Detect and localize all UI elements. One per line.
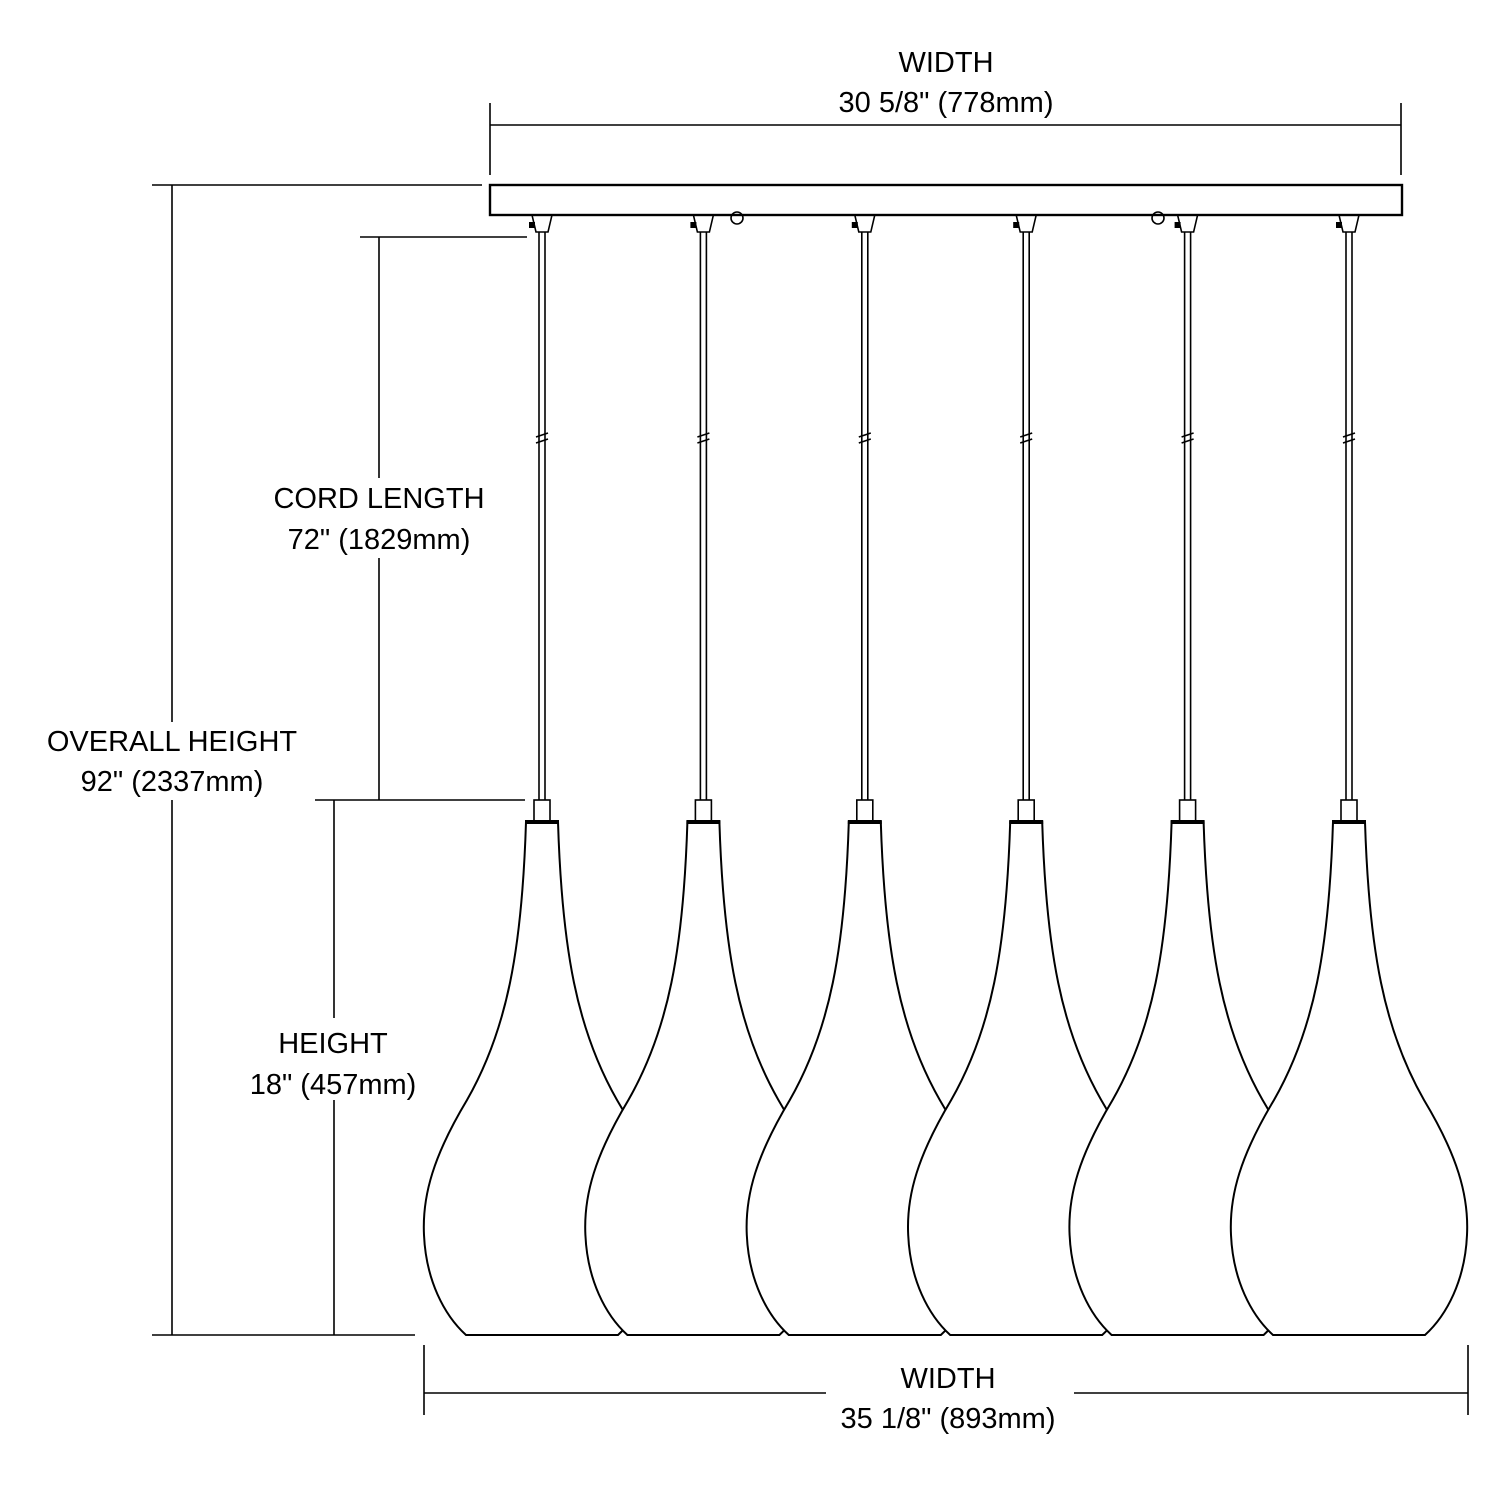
- cord-grip-icon: [851, 222, 858, 228]
- top-width-dimension: WIDTH 30 5/8" (778mm): [489, 47, 1402, 175]
- cord-break-icon: [1342, 432, 1356, 444]
- height-dimension: HEIGHT 18" (457mm): [250, 800, 417, 1335]
- socket: [533, 799, 551, 823]
- cord-break-icon: [535, 432, 549, 444]
- cord-grip-icon: [529, 222, 535, 228]
- height-label: HEIGHT: [278, 1028, 388, 1060]
- pendant: [1229, 214, 1469, 1336]
- cord-grip-icon: [1174, 222, 1181, 228]
- top-width-value: 30 5/8" (778mm): [839, 87, 1054, 119]
- shade-collar: [525, 820, 559, 824]
- cord-length-value: 72" (1829mm): [288, 524, 471, 556]
- canopy-screw-icon: [1151, 211, 1165, 225]
- socket: [1178, 799, 1197, 823]
- socket: [1340, 799, 1358, 823]
- overall-height-value: 92" (2337mm): [81, 766, 264, 798]
- height-value: 18" (457mm): [250, 1069, 417, 1101]
- bottom-width-label: WIDTH: [900, 1363, 995, 1395]
- top-width-label: WIDTH: [898, 47, 993, 79]
- shade-collar: [1170, 820, 1205, 824]
- glass-shade: [1229, 821, 1469, 1336]
- cord-length-label: CORD LENGTH: [273, 483, 484, 515]
- socket: [1017, 799, 1035, 823]
- bottom-width-dimension: WIDTH 35 1/8" (893mm): [423, 1345, 1469, 1435]
- socket: [855, 799, 874, 823]
- cord-break-icon: [1019, 432, 1033, 444]
- overall-height-dimension: OVERALL HEIGHT 92" (2337mm): [47, 184, 482, 1336]
- pendants: [422, 214, 1469, 1336]
- cord-break-icon: [858, 432, 872, 444]
- shade-collar: [686, 820, 721, 824]
- shade-collar: [847, 820, 882, 824]
- bottom-width-value: 35 1/8" (893mm): [841, 1403, 1056, 1435]
- shade-collar: [1009, 820, 1044, 824]
- canopy-screw-icon: [730, 211, 744, 225]
- cord-grip-icon: [1013, 222, 1020, 228]
- cord-break-icon: [697, 432, 710, 444]
- cord-length-dimension: CORD LENGTH 72" (1829mm): [273, 236, 527, 801]
- overall-height-label: OVERALL HEIGHT: [47, 726, 298, 758]
- cord-grip-icon: [690, 222, 697, 228]
- shade-collar: [1332, 820, 1366, 824]
- canopy: [488, 183, 1404, 217]
- cord-grip-icon: [1336, 222, 1342, 228]
- socket: [694, 799, 713, 823]
- cord-break-icon: [1181, 432, 1194, 444]
